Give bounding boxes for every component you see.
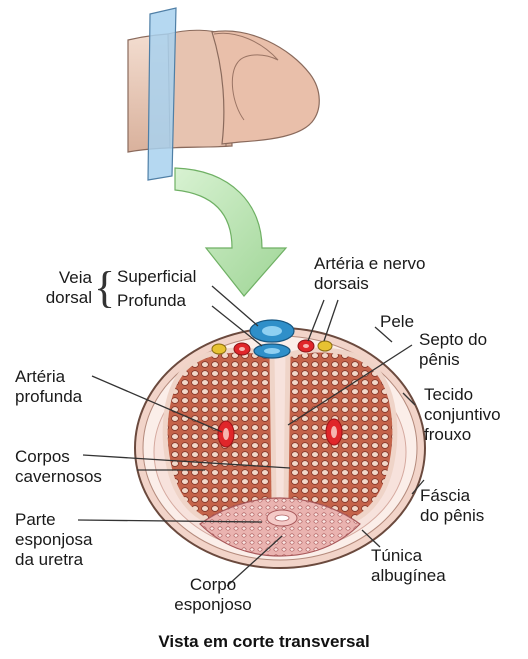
label-profunda: Profunda	[117, 291, 186, 311]
label-veia-dorsal: Veia dorsal	[28, 268, 92, 308]
label-corpos-cavernosos: Corpos cavernosos	[15, 447, 102, 487]
brace-dorsal-vein: {	[94, 266, 115, 310]
label-tecido-conjuntivo: Tecido conjuntivo frouxo	[424, 385, 501, 445]
label-corpo-esponjoso: Corpo esponjoso	[158, 575, 268, 615]
cross-section	[135, 320, 425, 568]
label-pele: Pele	[380, 312, 414, 332]
cutting-plane	[148, 8, 176, 180]
label-septo-penis: Septo do pênis	[419, 330, 487, 370]
figure-caption: Vista em corte transversal	[0, 632, 528, 652]
label-arteria-profunda: Artéria profunda	[15, 367, 82, 407]
label-fascia-penis: Fáscia do pênis	[420, 486, 484, 526]
label-tunica-albuginea: Túnica albugínea	[371, 546, 446, 586]
label-arteria-nervo-dorsais: Artéria e nervo dorsais	[314, 254, 426, 294]
label-parte-esponjosa: Parte esponjosa da uretra	[15, 510, 93, 570]
label-superficial: Superficial	[117, 267, 196, 287]
